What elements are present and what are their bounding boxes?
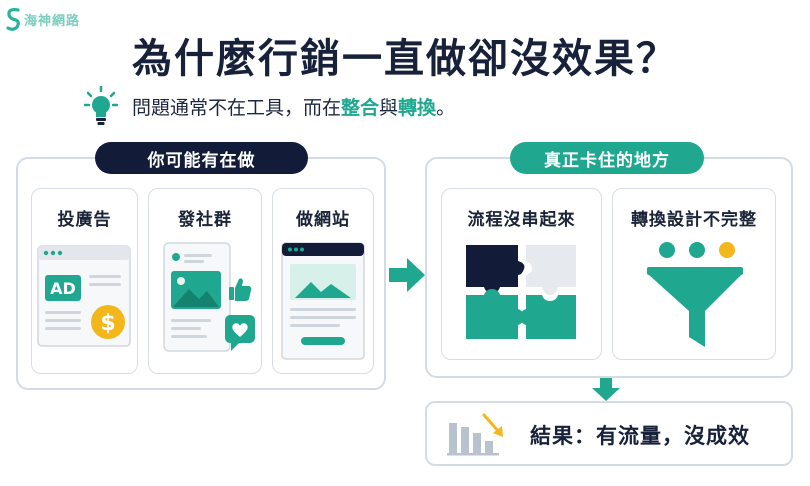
card-conversion: 轉換設計不完整 [612,188,776,360]
card-website: 做網站 [272,188,374,374]
website-window-icon [281,242,365,360]
brand-logo: 海神網路 [6,7,80,31]
arrow-right-icon [389,258,425,292]
subtitle-prefix: 問題通常不在工具，而在 [132,96,342,119]
result-text: 結果：有流量，沒成效 [530,424,750,448]
subtitle-highlight-conversion: 轉換 [398,96,437,119]
card-conversion-title: 轉換設計不完整 [631,210,757,230]
page-title: 為什麼行銷一直做卻沒效果？ [132,36,678,82]
dollar-coin-icon: $ [91,305,125,339]
right-section-label: 真正卡住的地方 [510,142,704,174]
card-website-title: 做網站 [296,210,350,230]
left-section-label: 你可能有在做 [95,142,308,174]
card-social: 發社群 [148,188,262,374]
heart-chat-icon [225,315,255,351]
card-ads: 投廣告 AD $ [31,188,138,374]
declining-bar-chart-icon [447,413,503,456]
card-social-title: 發社群 [178,210,232,230]
social-phone-icon [163,242,255,352]
card-process-title: 流程沒串起來 [467,210,576,230]
card-process: 流程沒串起來 [441,188,602,360]
like-thumb-icon [229,278,252,301]
brand-s-icon [6,7,20,31]
subtitle-suffix: 。 [436,96,456,119]
puzzle-pieces-icon [466,245,576,339]
subtitle-text: 問題通常不在工具，而在整合與轉換。 [132,93,455,120]
funnel-icon [647,242,743,347]
arrow-down-icon [592,378,620,401]
subtitle-highlight-integration: 整合 [341,96,380,119]
svg-text:$: $ [100,311,115,336]
ad-badge-text: AD [50,279,76,298]
lightbulb-icon [84,86,118,125]
brand-name: 海神網路 [24,13,81,29]
card-ads-title: 投廣告 [57,210,112,230]
result-box: 結果：有流量，沒成效 [425,401,793,466]
subtitle-middle: 與 [379,96,399,119]
subtitle-row: 問題通常不在工具，而在整合與轉換。 [84,86,455,126]
